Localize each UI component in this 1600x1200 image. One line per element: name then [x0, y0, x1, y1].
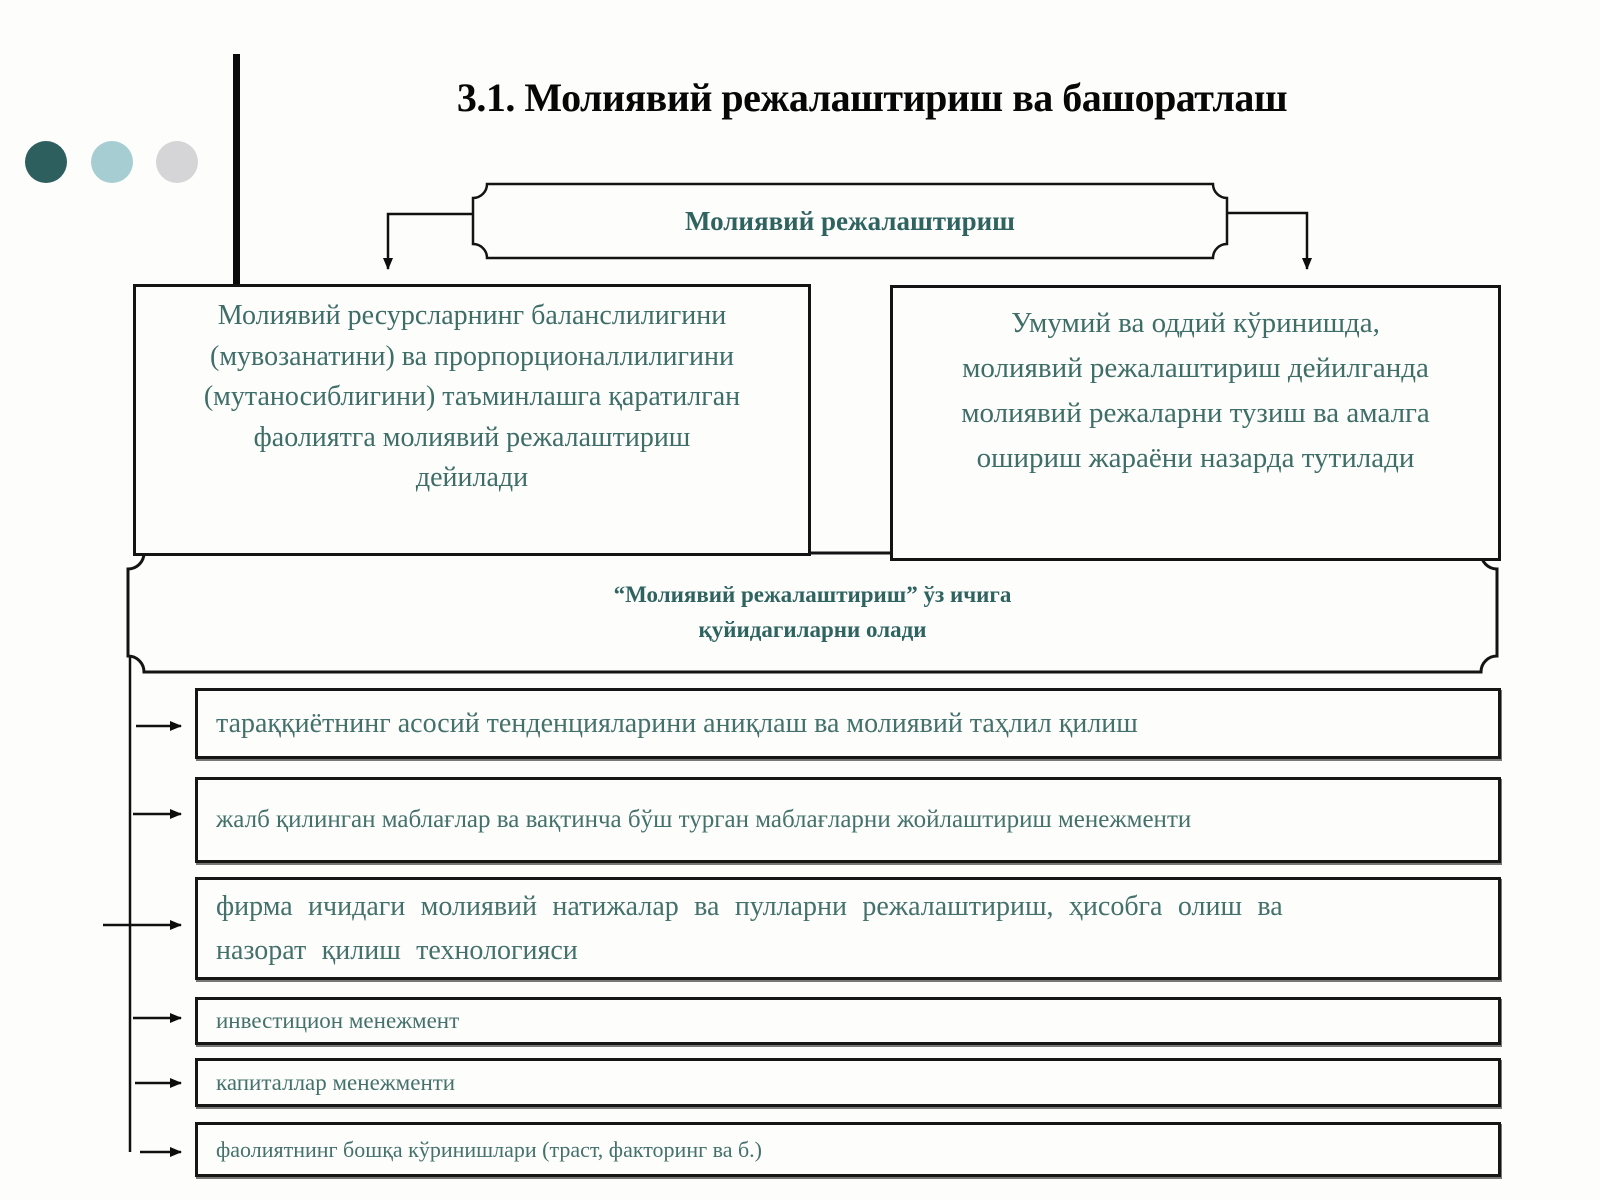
- list-item-intrafirm-technology: фирма ичидаги молиявий натижалар ва пулл…: [195, 877, 1501, 980]
- node-financial-planning: Молиявий режалаштириш: [685, 205, 1015, 236]
- list-item-investment-management: инвестицион менежмент: [195, 997, 1501, 1045]
- bullet-dot-gray-icon: [156, 141, 198, 183]
- list-item-capital-management: капиталлар менежменти: [195, 1058, 1501, 1107]
- list-item-other-activities: фаолиятнинг бошқа кўринишлари (траст, фа…: [195, 1122, 1501, 1177]
- definition-box-left: Молиявий ресурсларнинг баланслилигини (м…: [133, 284, 811, 556]
- page-title: 3.1. Молиявий режалаштириш ва башоратлаш: [456, 75, 1288, 120]
- definition-box-right: Умумий ва оддий кўринишда, молиявий режа…: [890, 285, 1501, 561]
- vertical-divider: [233, 54, 240, 284]
- list-item-trend-analysis: тараққиётнинг асосий тенденцияларини ани…: [195, 688, 1501, 759]
- includes-banner: “Молиявий режалаштириш” ўз ичига қуйидаг…: [613, 582, 1012, 642]
- bullet-dot-light-icon: [91, 141, 133, 183]
- bullet-dot-dark-icon: [25, 141, 67, 183]
- list-item-funds-placement: жалб қилинган маблағлар ва вақтинча бўш …: [195, 777, 1501, 863]
